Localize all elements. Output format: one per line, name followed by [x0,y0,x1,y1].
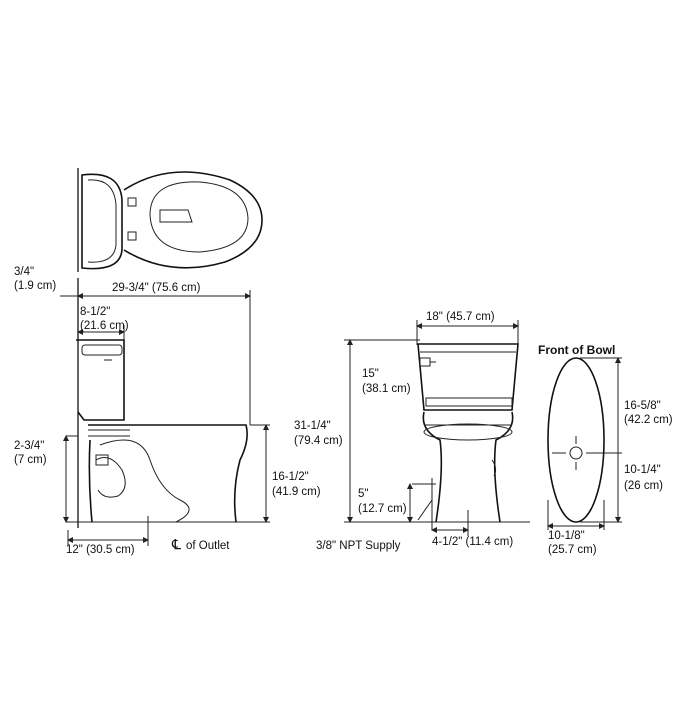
overall-height-label-cm: (79.4 cm) [294,435,343,447]
lever-height-label-in: 15" [362,368,379,380]
lever-height-label-cm: (38.1 cm) [362,383,411,395]
bowl-length-label-in: 16-5/8" [624,400,661,412]
tank-width-label: 18" (45.7 cm) [426,311,495,323]
overall-height-label-in: 31-1/4" [294,420,331,432]
bowl-outlet-label-cm: (26 cm) [624,480,663,492]
seat-height-label-cm: (41.9 cm) [272,486,321,498]
tank-depth-label-cm: (21.6 cm) [80,320,129,332]
supply-floor-label-cm: (12.7 cm) [358,503,407,515]
npt-supply-label: 3/8" NPT Supply [316,540,401,552]
bowl-width-label-in: 10-1/8" [548,530,585,542]
centerline-symbol: ℄ [172,536,181,552]
supply-height-label-in: 2-3/4" [14,440,45,452]
seat-height-label-in: 16-1/2" [272,471,309,483]
tank-depth-label-in: 8-1/2" [80,306,111,318]
supply-height-label-cm: (7 cm) [14,454,47,466]
bowl-outlet-label-in: 10-1/4" [624,464,661,476]
wall-offset-label-cm: (1.9 cm) [14,280,57,292]
supply-offset-label: 4-1/2" (11.4 cm) [432,536,514,548]
bowl-outline-view [547,357,622,530]
overall-depth-label: 29-3/4" (75.6 cm) [112,282,201,294]
front-view [344,320,530,536]
top-view [77,168,263,272]
side-view [60,278,270,546]
rough-in-label: 12" (30.5 cm) [66,544,135,556]
outlet-center-label: of Outlet [186,540,230,552]
bowl-length-label-cm: (42.2 cm) [624,414,673,426]
bowl-width-label-cm: (25.7 cm) [548,544,597,556]
wall-offset-label-in: 3/4" [14,266,35,278]
supply-floor-label-in: 5" [358,488,369,500]
front-of-bowl-title: Front of Bowl [538,343,616,357]
